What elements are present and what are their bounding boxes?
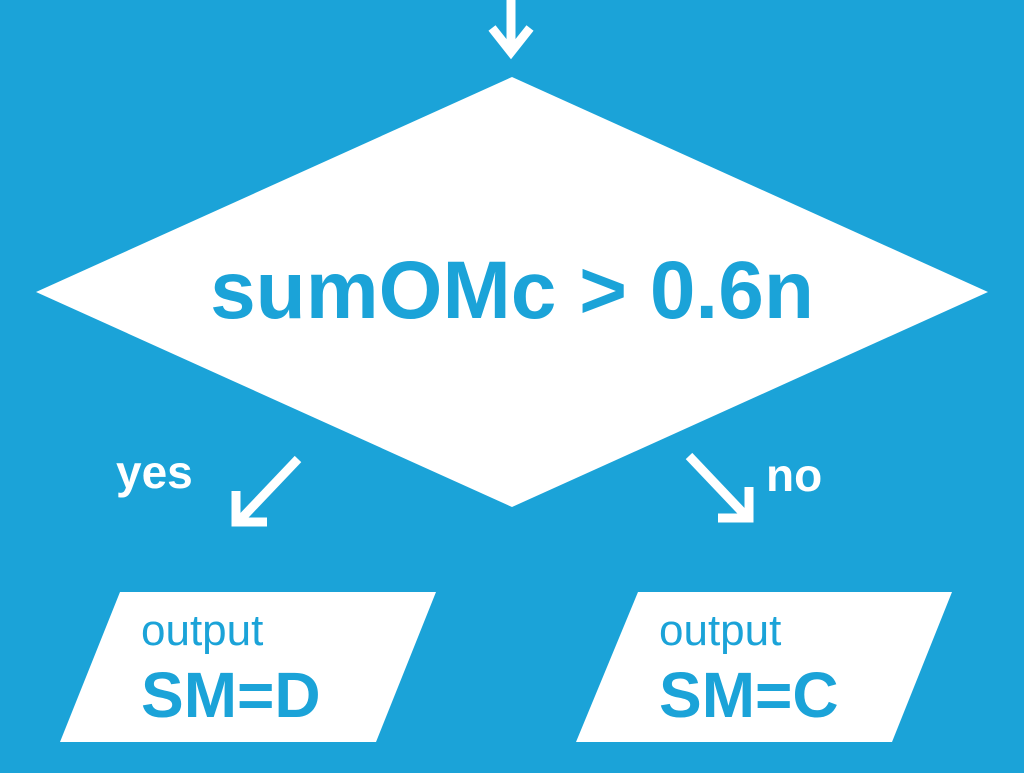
yes-arrow-head [231, 491, 267, 527]
output-right-caption: output [659, 606, 781, 655]
no-arrow-head [718, 487, 754, 523]
output-parallelogram-left [60, 592, 436, 742]
no-arrow-shaft [685, 452, 749, 519]
yes-branch-label: yes [116, 446, 193, 498]
output-parallelogram-right [576, 592, 952, 742]
yes-arrow-shaft [236, 455, 302, 524]
decision-diamond [36, 77, 988, 507]
incoming-arrow [488, 0, 534, 60]
output-right-value: SM=C [659, 659, 839, 731]
yes-branch-arrow [231, 455, 302, 527]
output-box-left: output SM=D [60, 592, 436, 742]
output-left-caption: output [141, 606, 263, 655]
no-branch-arrow [685, 452, 754, 523]
no-branch-label: no [766, 449, 822, 501]
decision-condition-text: sumOMc > 0.6n [210, 245, 814, 336]
output-box-right: output SM=C [576, 592, 952, 742]
output-left-value: SM=D [141, 659, 321, 731]
incoming-arrow-head [488, 25, 534, 60]
